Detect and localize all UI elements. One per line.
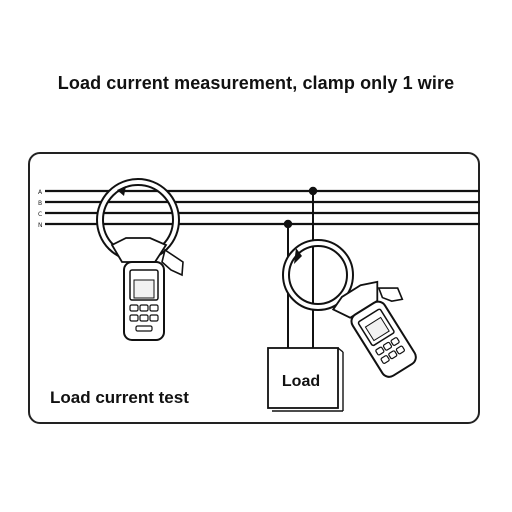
load-drop-wires [283, 186, 318, 348]
diagram-title: Load current measurement, clamp only 1 w… [57, 73, 455, 93]
wire-label-c: C [38, 211, 42, 218]
load-box [267, 347, 344, 412]
diagram-panel [28, 152, 480, 424]
load-label: Load [281, 373, 321, 390]
diagram-caption: Load current test [50, 388, 189, 407]
wire-label-a: A [38, 189, 43, 196]
junction-dot [308, 186, 318, 196]
wire-label-b: B [38, 200, 42, 207]
wire-label-n: N [38, 222, 43, 229]
clamp-meter-left [96, 178, 184, 341]
junction-dot [283, 219, 293, 229]
clamp-meter-right [282, 239, 417, 378]
